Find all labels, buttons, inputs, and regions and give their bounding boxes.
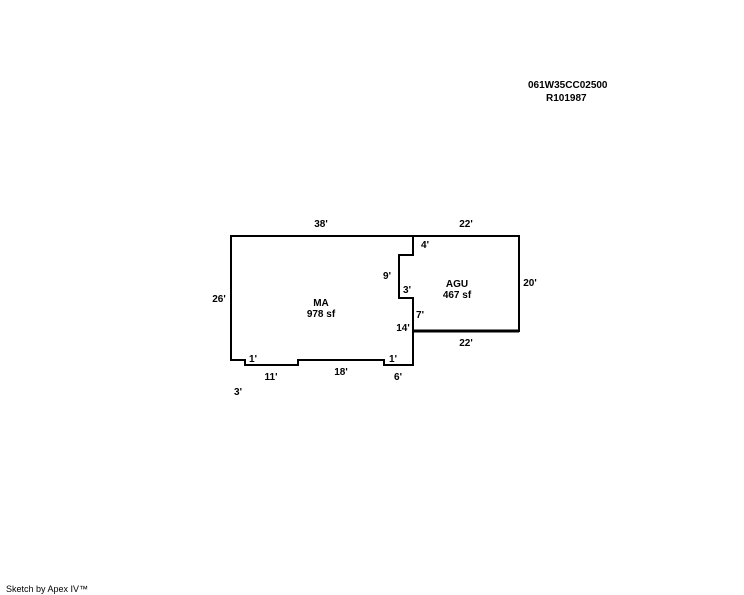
dim-agu-right: 20' xyxy=(523,278,537,289)
ma-code: MA xyxy=(313,298,329,309)
agu-area: 467 sf xyxy=(443,290,472,301)
dim-notch-height: 9' xyxy=(383,271,391,282)
dim-ma-left: 26' xyxy=(212,294,226,305)
dim-ma-bottom-b: 18' xyxy=(334,367,348,378)
dim-ma-bottom-a: 11' xyxy=(265,372,278,383)
account-id: R101987 xyxy=(546,93,587,104)
dim-shared-upper: 4' xyxy=(421,240,429,251)
dim-agu-bottom: 22' xyxy=(459,338,473,349)
dim-ma-step-left: 1' xyxy=(249,354,257,365)
parcel-id: 061W35CC02500 xyxy=(528,80,608,91)
dim-ma-bottom-left-drop: 3' xyxy=(234,387,242,398)
agu-code: AGU xyxy=(446,279,468,290)
dim-notch-lower: 7' xyxy=(416,310,424,321)
dim-ma-right-lower: 14' xyxy=(396,323,410,334)
sketch-credit: Sketch by Apex IV™ xyxy=(6,584,88,594)
ma-outline xyxy=(230,235,414,366)
dim-ma-bottom-right: 6' xyxy=(394,372,402,383)
dim-ma-top: 38' xyxy=(314,219,328,230)
ma-area: 978 sf xyxy=(307,309,336,320)
dim-notch-depth: 3' xyxy=(403,285,411,296)
dim-agu-top: 22' xyxy=(459,219,473,230)
dim-ma-step-right: 1' xyxy=(389,354,397,365)
